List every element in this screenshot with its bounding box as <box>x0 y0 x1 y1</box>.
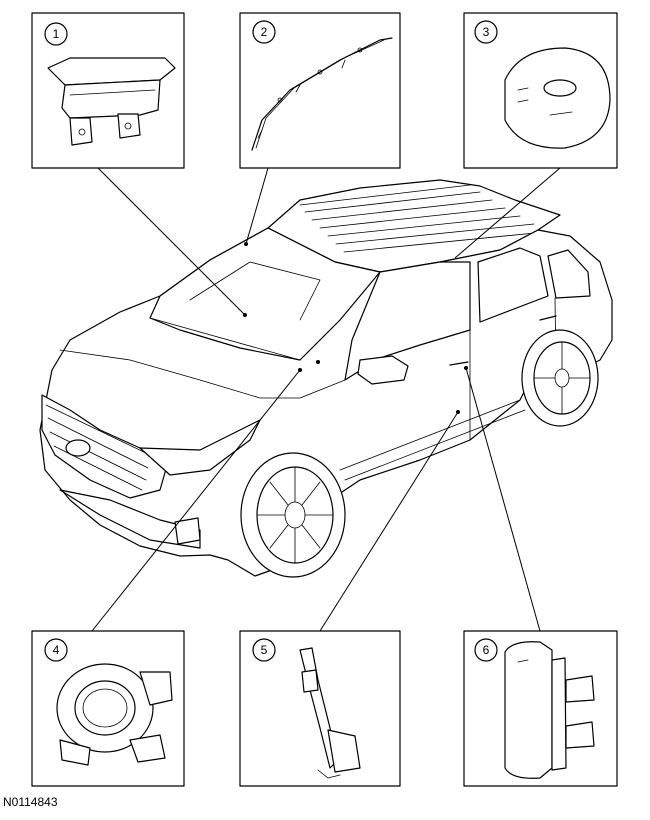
callout-box-3: 3 <box>463 12 618 169</box>
side-airbag-illustration <box>504 641 595 779</box>
callout-box-1: 1 <box>31 12 185 169</box>
callout-number-3: 3 <box>483 25 490 39</box>
callout-number-2: 2 <box>261 25 268 39</box>
callout-box-6: 6 <box>463 630 618 787</box>
callout-number-5: 5 <box>261 643 268 657</box>
passenger-airbag-module-illustration <box>47 57 176 146</box>
side-curtain-airbag-illustration <box>251 37 393 151</box>
callout-box-4: 4 <box>31 630 185 787</box>
leader-lines <box>91 167 561 632</box>
figure-id-label: N0114843 <box>3 795 58 809</box>
clockspring-illustration <box>56 663 173 766</box>
callout-number-1: 1 <box>53 27 60 41</box>
vehicle-illustration <box>39 179 613 578</box>
ford-logo-icon <box>543 79 577 97</box>
callout-number-4: 4 <box>53 643 60 657</box>
airbag-components-diagram: 1 2 3 <box>31 12 618 787</box>
callout-box-5: 5 <box>239 630 401 787</box>
driver-airbag-module-illustration <box>504 47 611 149</box>
callout-number-6: 6 <box>483 643 490 657</box>
callout-box-2: 2 <box>239 12 401 169</box>
seat-belt-illustration <box>299 647 361 779</box>
